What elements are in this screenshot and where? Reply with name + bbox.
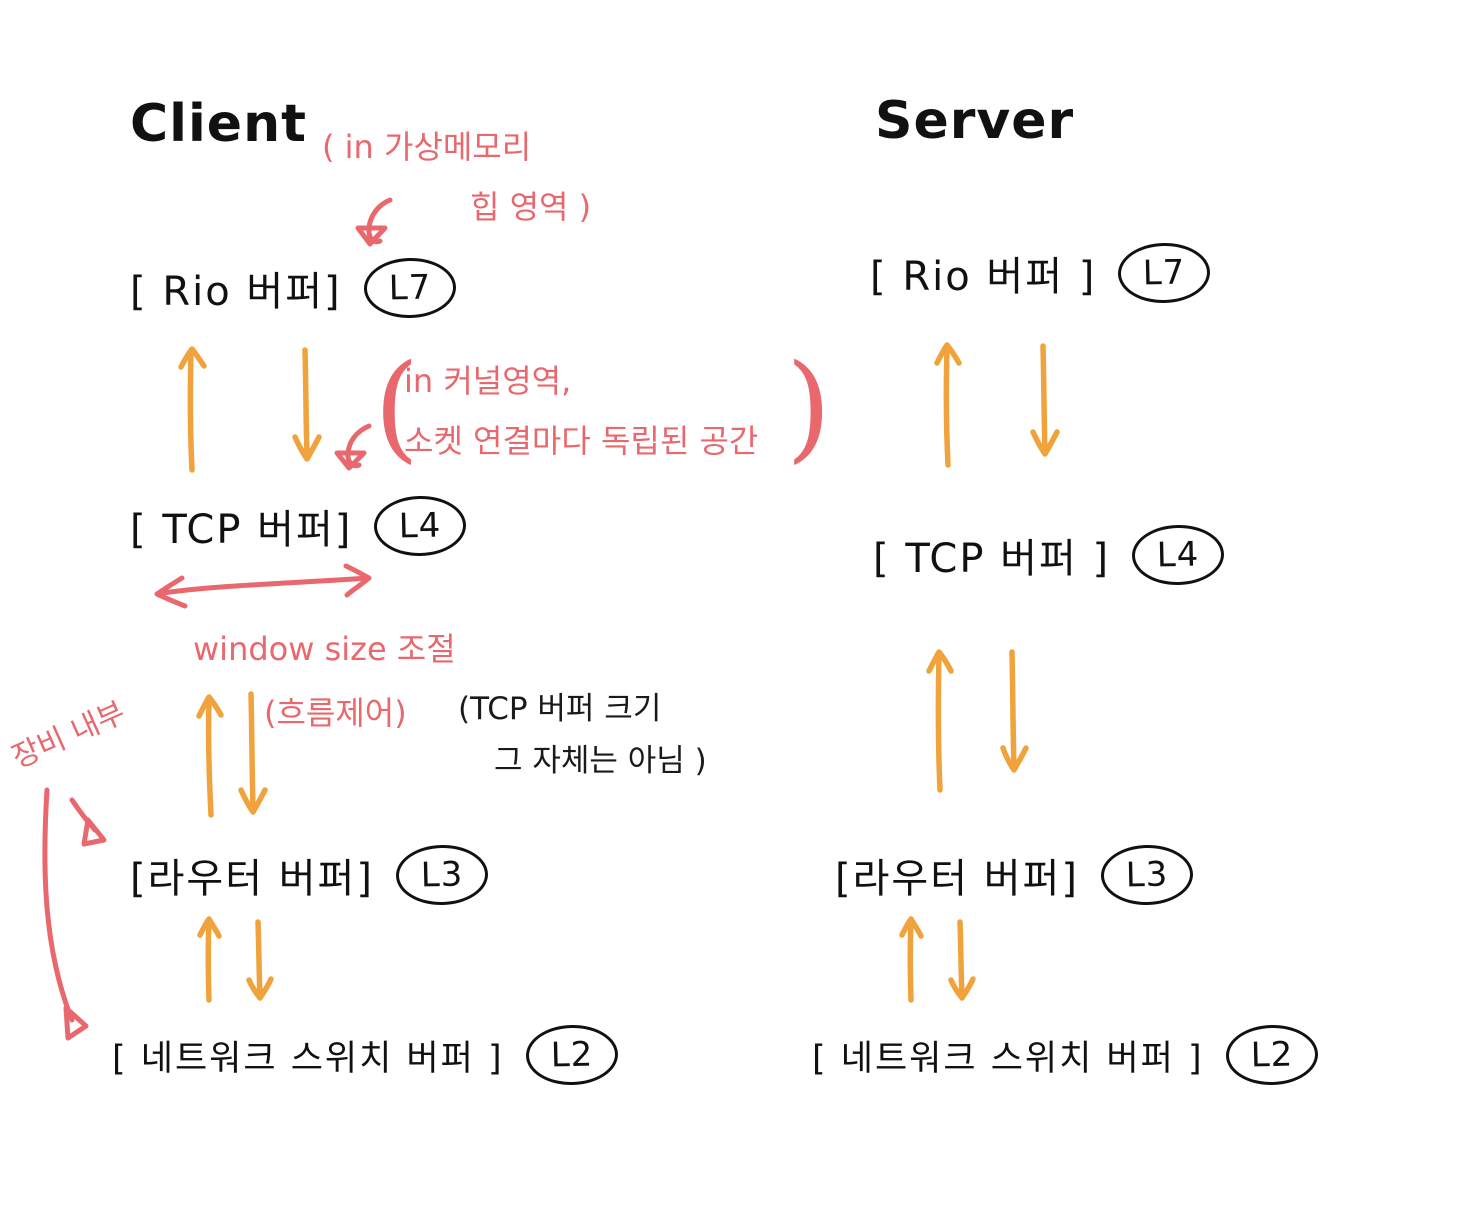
client-row-tcp-buffer[interactable]: [ TCP 버퍼] L4 (130, 495, 468, 557)
client-arrow-router-up (196, 694, 224, 818)
rio-memory-note-line1: ( in 가상메모리 (322, 128, 532, 166)
server-rio-layer-badge: L7 (1117, 242, 1211, 304)
client-row-switch-buffer[interactable]: [ 네트워크 스위치 버퍼 ] L2 (112, 1024, 619, 1086)
client-row-rio-buffer[interactable]: [ Rio 버퍼] L7 (130, 257, 457, 319)
tcp-kernel-note-line2: 소켓 연결마다 독립된 공간 (404, 422, 759, 460)
server-router-layer-badge: L3 (1100, 844, 1194, 906)
server-row-tcp-buffer[interactable]: [ TCP 버퍼 ] L4 (873, 524, 1225, 586)
server-arrow-router-up (926, 649, 954, 793)
client-arrow-switch-up (197, 916, 222, 1003)
server-tcp-buffer-label: [ TCP 버퍼 ] (873, 536, 1111, 582)
server-rio-buffer-label: [ Rio 버퍼 ] (870, 254, 1097, 300)
device-internal-arrow-router (69, 797, 107, 847)
device-internal-arrow-switch (42, 787, 89, 1041)
server-switch-buffer-label: [ 네트워크 스위치 버퍼 ] (812, 1038, 1204, 1079)
client-tcp-layer-badge: L4 (373, 495, 468, 557)
rio-note-pointer-arrow (355, 197, 393, 247)
column-title-server: Server (875, 91, 1075, 151)
server-arrow-tcp-down (1030, 343, 1060, 457)
client-arrow-tcp-down (292, 347, 322, 462)
server-arrow-rio-up (934, 342, 962, 468)
flow-control-label: (흐름제어) (264, 694, 407, 732)
tcp-size-note-line2: 그 자체는 아님 ) (494, 743, 707, 779)
client-switch-buffer-label: [ 네트워크 스위치 버퍼 ] (112, 1038, 504, 1079)
client-rio-layer-badge: L7 (363, 257, 457, 319)
window-size-label: window size 조절 (193, 630, 456, 668)
client-tcp-buffer-label: [ TCP 버퍼] (130, 507, 353, 553)
column-title-client: Client (130, 94, 307, 154)
server-router-buffer-label: [라우터 버퍼] (835, 856, 1079, 902)
server-row-router-buffer[interactable]: [라우터 버퍼] L3 (835, 844, 1194, 906)
tcp-kernel-note-line1: in 커널영역, (404, 362, 572, 400)
window-size-double-arrow (154, 563, 372, 609)
server-tcp-layer-badge: L4 (1131, 524, 1225, 586)
client-router-layer-badge: L3 (395, 844, 489, 906)
server-row-rio-buffer[interactable]: [ Rio 버퍼 ] L7 (870, 242, 1211, 304)
server-arrow-switch-up (899, 916, 924, 1003)
client-switch-layer-badge: L2 (525, 1024, 619, 1086)
server-arrow-router2-down (948, 919, 976, 1001)
tcp-note-close-paren: ) (786, 340, 832, 475)
client-arrow-rio-up (178, 346, 207, 473)
client-rio-buffer-label: [ Rio 버퍼] (130, 269, 342, 315)
client-arrow-router2-down (246, 919, 274, 1001)
tcp-note-open-paren: ( (374, 340, 420, 475)
client-row-router-buffer[interactable]: [라우터 버퍼] L3 (130, 844, 489, 906)
server-arrow-tcp2-down (1000, 649, 1029, 773)
tcp-note-pointer-arrow (334, 423, 372, 471)
server-switch-layer-badge: L2 (1225, 1024, 1319, 1086)
server-row-switch-buffer[interactable]: [ 네트워크 스위치 버퍼 ] L2 (812, 1024, 1319, 1086)
client-router-buffer-label: [라우터 버퍼] (130, 856, 374, 902)
rio-memory-note-line2: 힙 영역 ) (470, 188, 592, 226)
device-internal-label: 장비 내부 (6, 695, 131, 776)
tcp-size-note-line1: (TCP 버퍼 크기 (458, 691, 662, 727)
client-arrow-tcp2-down (238, 691, 268, 815)
